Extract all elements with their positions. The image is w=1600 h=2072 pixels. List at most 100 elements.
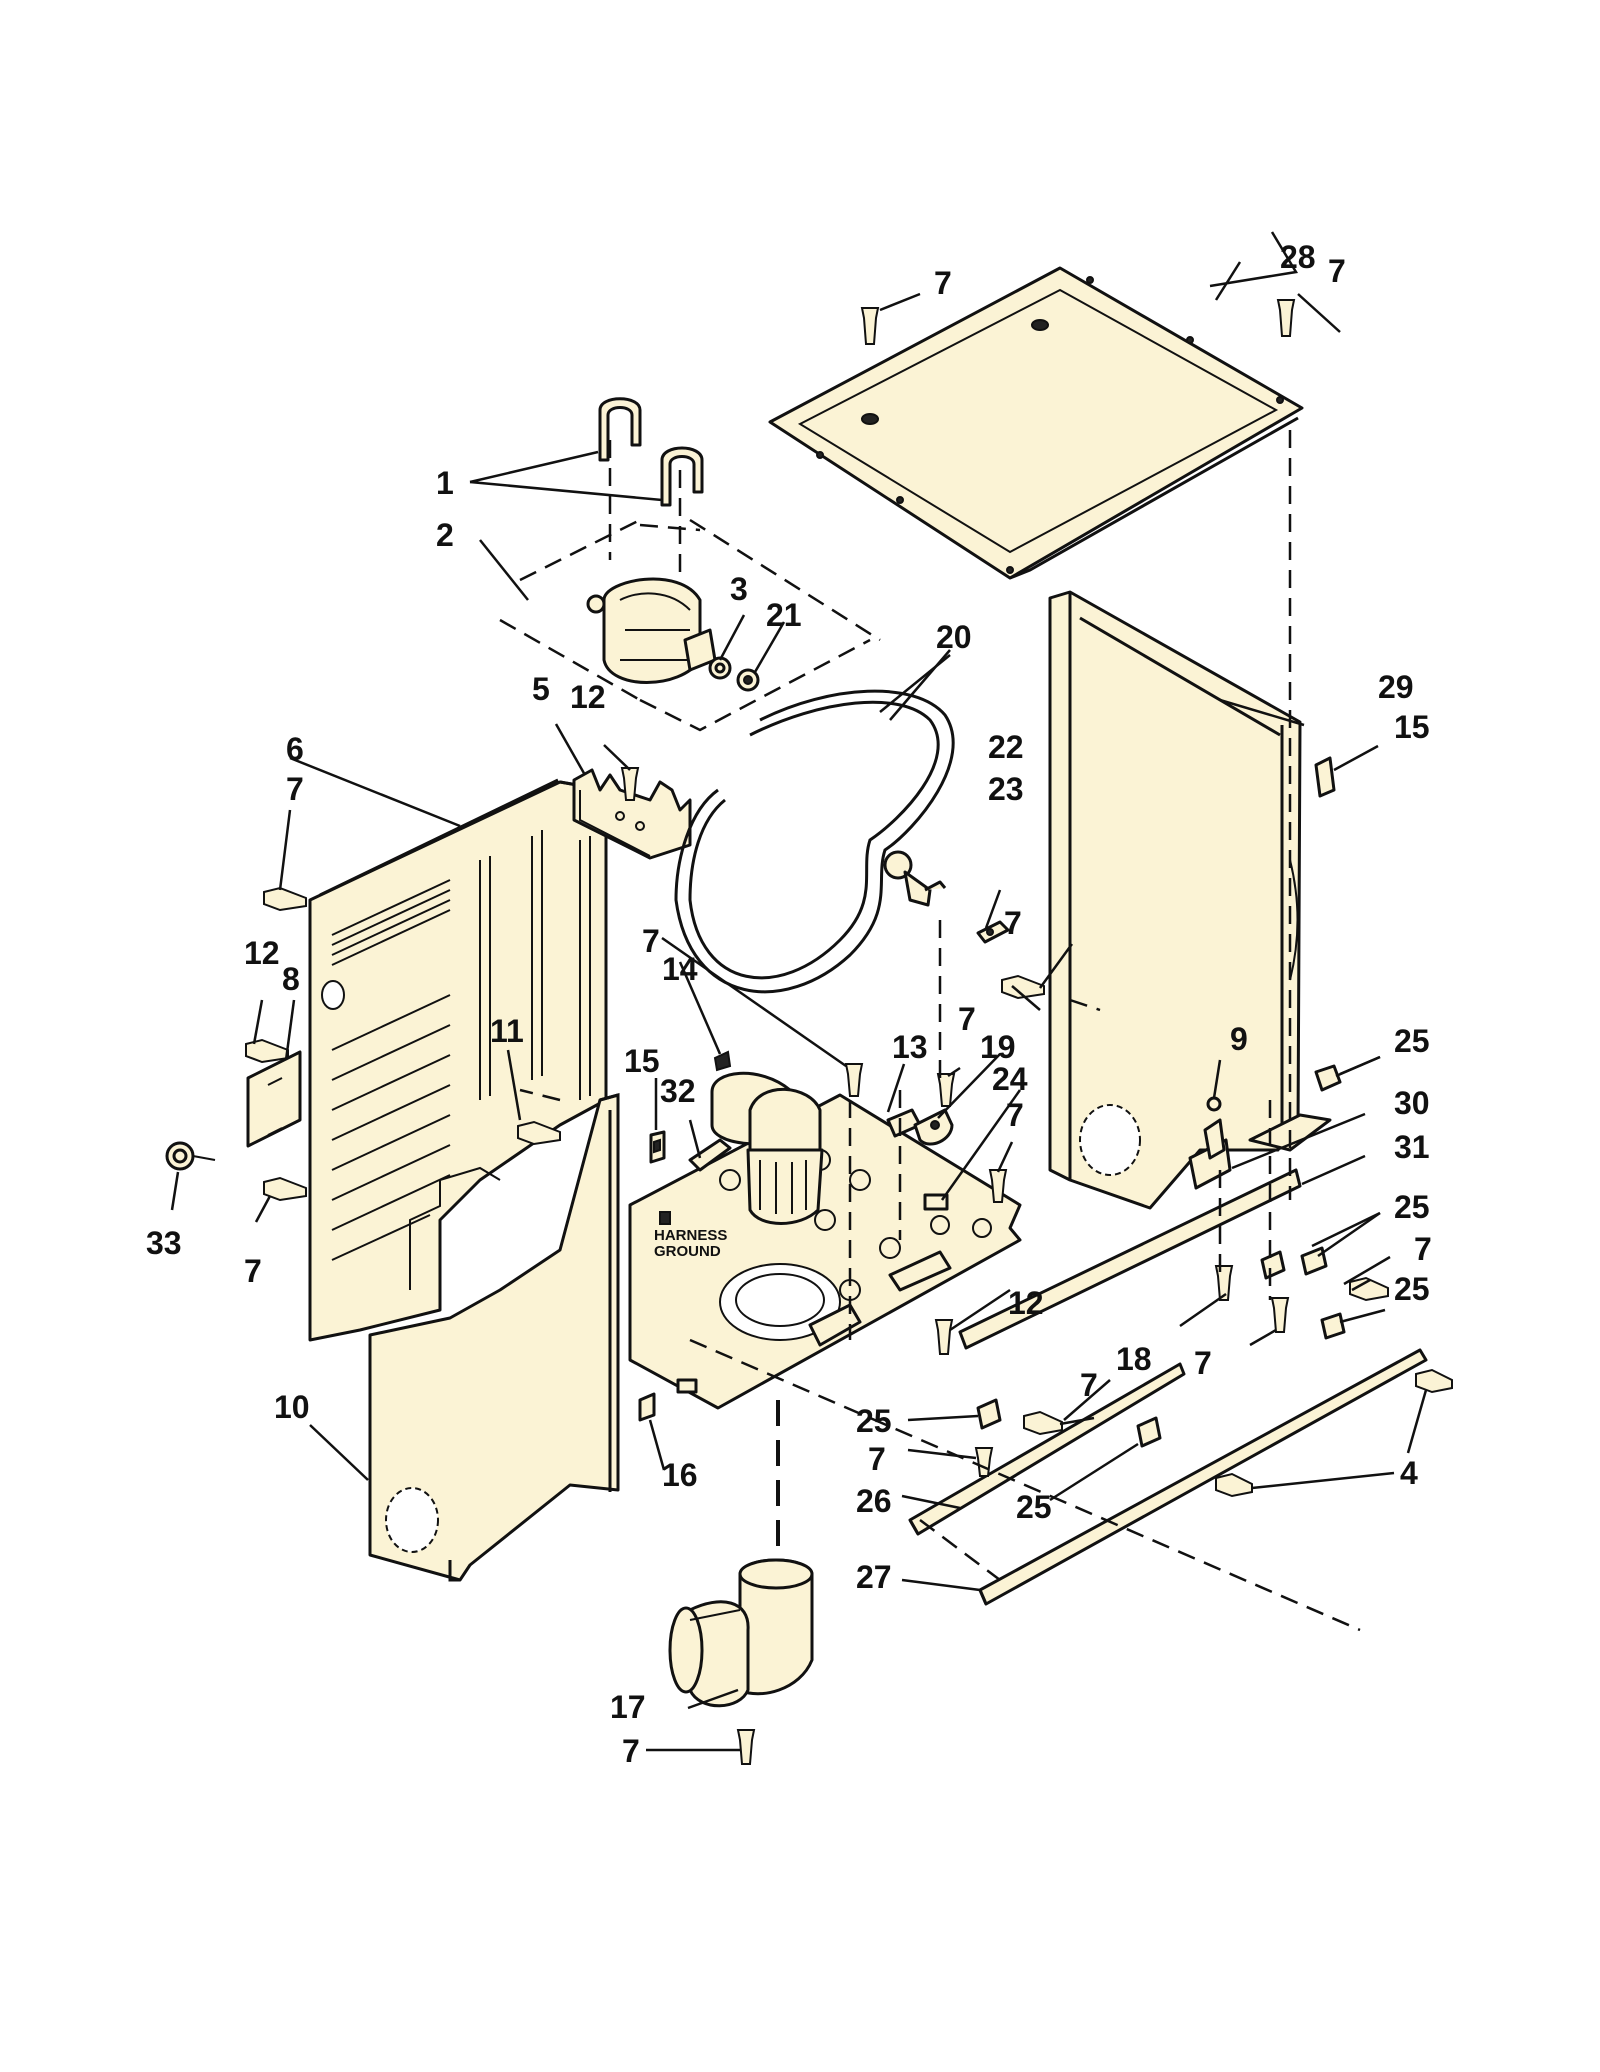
dashed-motor-outline bbox=[499, 440, 881, 732]
screw-right-7b bbox=[1349, 1276, 1389, 1302]
harness-ground-label: HARNESS GROUND bbox=[654, 1227, 727, 1260]
screw-right-7a bbox=[1270, 1297, 1290, 1333]
callout-7-top-left: 7 bbox=[934, 265, 952, 301]
screw-rear-lower bbox=[263, 1176, 307, 1202]
callout-32: 32 bbox=[660, 1073, 696, 1109]
leader-lines bbox=[170, 231, 1428, 1752]
callout-5: 5 bbox=[532, 671, 550, 707]
callout-7-rear-lower: 7 bbox=[244, 1253, 262, 1289]
rail-bracket-25-a bbox=[1136, 1416, 1162, 1448]
front-lower-panel bbox=[368, 1093, 620, 1582]
clip-25-right bbox=[1314, 1064, 1342, 1092]
callout-28: 28 bbox=[1280, 239, 1316, 275]
screw-mount-12 bbox=[620, 767, 640, 801]
callout-4: 4 bbox=[1400, 1455, 1418, 1491]
clip-15-right bbox=[1314, 756, 1336, 798]
callout-7-top-right: 7 bbox=[1328, 253, 1346, 289]
callout-7-rail-b: 7 bbox=[868, 1441, 886, 1477]
retainer-32 bbox=[688, 1138, 732, 1172]
callout-19: 19 bbox=[980, 1029, 1016, 1065]
callout-2: 2 bbox=[436, 517, 454, 553]
callout-7-rear-upper: 7 bbox=[286, 771, 304, 807]
callout-27: 27 bbox=[856, 1559, 892, 1595]
motor-clip-right bbox=[660, 446, 704, 507]
rail-bracket-25-d bbox=[1320, 1312, 1346, 1340]
callout-20: 20 bbox=[936, 619, 972, 655]
callout-1: 1 bbox=[436, 465, 454, 501]
screw-4-a bbox=[1415, 1368, 1453, 1394]
thermal-fuse-33 bbox=[165, 1141, 216, 1171]
screw-top-left bbox=[860, 307, 880, 345]
clip-15-left bbox=[649, 1130, 666, 1164]
top-panel bbox=[768, 266, 1304, 580]
callout-30: 30 bbox=[1394, 1085, 1430, 1121]
harness-label-line1: HARNESS bbox=[654, 1227, 727, 1244]
callout-12-base: 12 bbox=[1008, 1285, 1044, 1321]
harness-label-line2: GROUND bbox=[654, 1243, 721, 1260]
screw-4-b bbox=[1215, 1472, 1253, 1498]
screw-elbow-7 bbox=[736, 1729, 756, 1765]
motor-mount bbox=[572, 768, 692, 860]
screw-rail-7 bbox=[1023, 1410, 1063, 1436]
callout-25-rail: 25 bbox=[856, 1403, 892, 1439]
callout-7-base: 7 bbox=[1006, 1097, 1024, 1133]
callout-21: 21 bbox=[766, 597, 802, 633]
callout-26: 26 bbox=[856, 1483, 892, 1519]
callout-labels: 1 2 3 21 20 5 12 6 7 12 8 7 33 11 7 14 1… bbox=[146, 239, 1432, 1769]
callout-7-elbow: 7 bbox=[622, 1733, 640, 1769]
bracket-8 bbox=[246, 1050, 302, 1148]
callout-25-side: 25 bbox=[1394, 1023, 1430, 1059]
screw-rail-7b bbox=[974, 1447, 994, 1477]
callout-25-center: 25 bbox=[1016, 1489, 1052, 1525]
screw-base-12 bbox=[934, 1319, 954, 1355]
dryer-base bbox=[628, 1093, 1022, 1410]
callout-14: 14 bbox=[662, 951, 698, 987]
callout-12-rear: 12 bbox=[244, 935, 280, 971]
callout-10: 10 bbox=[274, 1389, 310, 1425]
callout-24: 24 bbox=[992, 1061, 1028, 1097]
callout-3: 3 bbox=[730, 571, 748, 607]
callout-31: 31 bbox=[1394, 1129, 1430, 1165]
callout-15-left: 15 bbox=[624, 1043, 660, 1079]
callout-29: 29 bbox=[1378, 669, 1414, 705]
callout-25-burner: 25 bbox=[1394, 1189, 1430, 1225]
rail-bracket-25-e bbox=[1260, 1250, 1286, 1280]
callout-12-mount: 12 bbox=[570, 679, 606, 715]
callout-7-18: 7 bbox=[1194, 1345, 1212, 1381]
screw-rear-middle bbox=[245, 1038, 289, 1064]
exhaust-elbow bbox=[668, 1558, 814, 1708]
callout-7-right: 7 bbox=[1414, 1231, 1432, 1267]
callout-25-right: 25 bbox=[1394, 1271, 1430, 1307]
front-rail-26 bbox=[908, 1362, 1186, 1536]
burner-assembly bbox=[958, 1096, 1332, 1350]
rear-panel-slots bbox=[331, 830, 591, 1261]
callout-15-right: 15 bbox=[1394, 709, 1430, 745]
callout-7-side: 7 bbox=[1004, 905, 1022, 941]
screw-base-b bbox=[936, 1073, 956, 1107]
side-panel bbox=[1048, 590, 1302, 1210]
screw-rear-upper bbox=[263, 886, 307, 912]
callout-6: 6 bbox=[286, 731, 304, 767]
screw-18 bbox=[1214, 1265, 1234, 1301]
callout-18: 18 bbox=[1116, 1341, 1152, 1377]
screws bbox=[245, 299, 1453, 1765]
callout-23: 23 bbox=[988, 771, 1024, 807]
callout-13: 13 bbox=[892, 1029, 928, 1065]
screw-base-a bbox=[844, 1063, 864, 1097]
screw-panel-11 bbox=[517, 1120, 561, 1146]
screw-side-7 bbox=[1001, 974, 1045, 1000]
callout-7-blower: 7 bbox=[642, 923, 660, 959]
blower-housing bbox=[710, 1050, 824, 1225]
rail-bracket-25-b bbox=[976, 1398, 1002, 1430]
callout-17: 17 bbox=[610, 1689, 646, 1725]
callout-9: 9 bbox=[1230, 1021, 1248, 1057]
alignment-lines bbox=[519, 430, 1361, 1632]
callout-33: 33 bbox=[146, 1225, 182, 1261]
callout-11: 11 bbox=[490, 1013, 524, 1049]
callout-8: 8 bbox=[282, 961, 300, 997]
pulley-and-washer bbox=[708, 656, 760, 692]
callout-7-rail: 7 bbox=[1080, 1367, 1098, 1403]
screw-base-c bbox=[988, 1169, 1008, 1203]
sensor-and-clamp bbox=[886, 1108, 954, 1146]
